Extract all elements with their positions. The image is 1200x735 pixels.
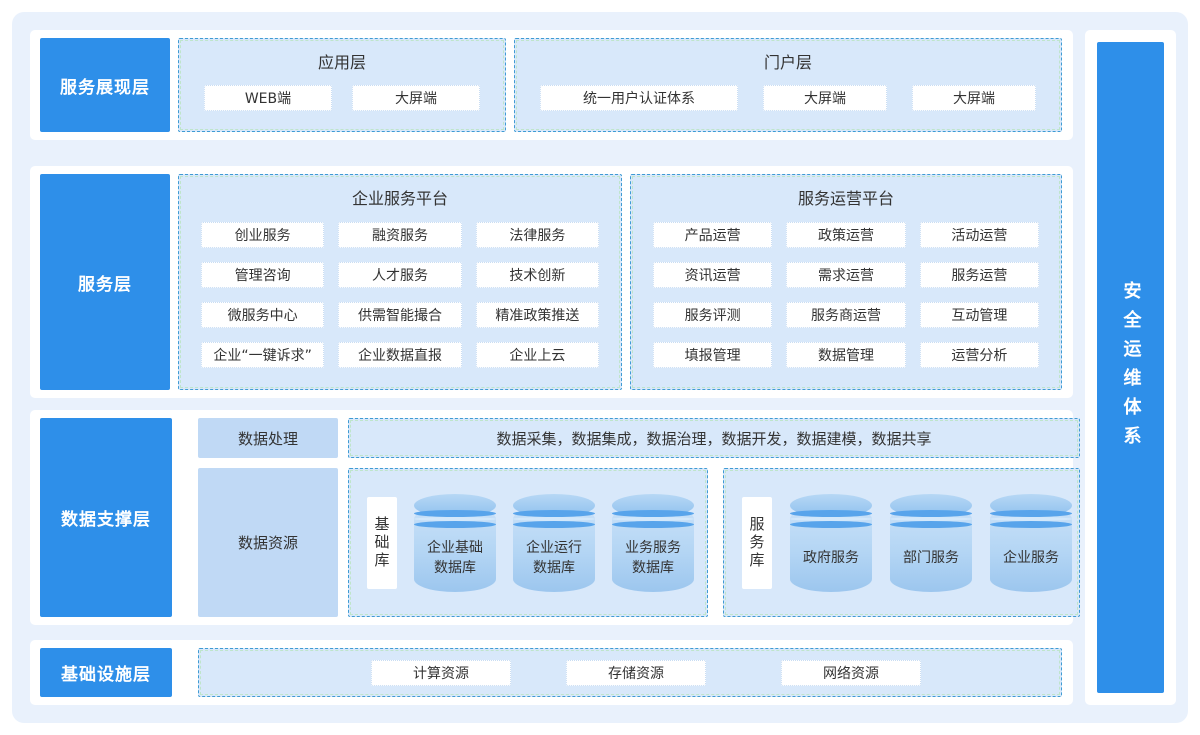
item-enterprise-cloud: 企业上云	[475, 342, 599, 368]
database-cylinder-government-service: 政府服务	[790, 493, 872, 592]
item-unified-auth: 统一用户认证体系	[540, 85, 738, 111]
cylinder-band	[790, 520, 872, 528]
item-data-direct-report: 企业数据直报	[338, 342, 462, 368]
item-tech-innovation: 技术创新	[475, 262, 599, 288]
cylinder-band	[890, 520, 972, 528]
cylinder-label: 企业服务	[1003, 549, 1059, 566]
cylinder-label: 业务服务 数据库	[625, 539, 681, 576]
item-filing-mgmt: 填报管理	[653, 342, 773, 368]
item-product-ops: 产品运营	[653, 222, 773, 248]
cylinder-label: 企业运行 数据库	[526, 539, 582, 576]
data-resource-box: 数据资源	[198, 468, 338, 617]
cylinder-band	[414, 520, 496, 528]
service-layer-card: 服务层 企业服务平台 创业服务 融资服务 法律服务 管理咨询 人才服务 技术创新…	[30, 166, 1073, 398]
cylinder-band	[414, 509, 496, 517]
security-ops-bar: 安全运维体系	[1097, 42, 1164, 693]
infrastructure-layer-card: 基础设施层 计算资源 存储资源 网络资源	[30, 640, 1073, 705]
item-ops-analysis: 运营分析	[919, 342, 1039, 368]
database-cylinder-business-service: 业务服务 数据库	[612, 493, 694, 592]
cylinder-band	[612, 509, 694, 517]
item-activity-ops: 活动运营	[919, 222, 1039, 248]
item-bigscreen-1: 大屏端	[763, 85, 887, 111]
cylinder-label: 企业基础 数据库	[427, 539, 483, 576]
cylinder-label: 部门服务	[903, 549, 959, 566]
cylinder-separator	[990, 516, 1072, 521]
enterprise-platform-title: 企业服务平台	[351, 189, 448, 208]
portal-group: 门户层 统一用户认证体系 大屏端 大屏端	[514, 38, 1062, 132]
cylinder-band	[513, 509, 595, 517]
item-service-evaluation: 服务评测	[653, 302, 773, 328]
item-microservice-center: 微服务中心	[201, 302, 325, 328]
data-pipeline-box: 数据采集，数据集成，数据治理，数据开发，数据建模，数据共享	[348, 418, 1080, 458]
item-provider-ops: 服务商运营	[786, 302, 906, 328]
item-startup-service: 创业服务	[201, 222, 325, 248]
item-interaction-mgmt: 互动管理	[919, 302, 1039, 328]
portal-items: 统一用户认证体系 大屏端 大屏端	[515, 85, 1061, 111]
portal-group-title: 门户层	[763, 53, 812, 72]
cylinder-band	[513, 520, 595, 528]
enterprise-platform-items: 创业服务 融资服务 法律服务 管理咨询 人才服务 技术创新 微服务中心 供需智能…	[201, 222, 599, 368]
application-group-title: 应用层	[317, 53, 366, 72]
database-cylinder-enterprise-base: 企业基础 数据库	[414, 493, 496, 592]
cylinder-band	[612, 520, 694, 528]
security-ops-card: 安全运维体系	[1085, 30, 1176, 705]
cylinder-separator	[790, 516, 872, 521]
service-layer-label: 服务层	[40, 174, 170, 390]
item-compute-resource: 计算资源	[371, 660, 511, 686]
database-cylinder-enterprise-operation: 企业运行 数据库	[513, 493, 595, 592]
presentation-layer-card: 服务展现层 应用层 WEB端 大屏端 门户层 统一用户认证体系 大屏端 大屏端	[30, 30, 1073, 140]
database-cylinder-department-service: 部门服务	[890, 493, 972, 592]
data-support-layer-card: 数据支撑层 数据处理 数据资源 数据采集，数据集成，数据治理，数据开发，数据建模…	[30, 410, 1080, 625]
infrastructure-group: 计算资源 存储资源 网络资源	[198, 648, 1062, 697]
base-database-group: 基础库 企业基础 数据库 企业运行 数据库	[348, 468, 708, 617]
diagram-panel: 服务展现层 应用层 WEB端 大屏端 门户层 统一用户认证体系 大屏端 大屏端 …	[12, 12, 1188, 723]
cylinder-band	[990, 520, 1072, 528]
item-policy-push: 精准政策推送	[475, 302, 599, 328]
operation-platform-items: 产品运营 政策运营 活动运营 资讯运营 需求运营 服务运营 服务评测 服务商运营…	[653, 222, 1039, 368]
item-smart-matching: 供需智能撮合	[338, 302, 462, 328]
item-network-resource: 网络资源	[781, 660, 921, 686]
service-db-group-label: 服务库	[742, 496, 772, 589]
presentation-layer-label: 服务展现层	[40, 38, 170, 132]
cylinder-label: 政府服务	[803, 549, 859, 566]
base-db-group-label: 基础库	[367, 496, 397, 589]
service-database-group: 服务库 政府服务 部门服务	[723, 468, 1080, 617]
item-service-ops: 服务运营	[919, 262, 1039, 288]
application-group: 应用层 WEB端 大屏端	[178, 38, 506, 132]
enterprise-service-platform: 企业服务平台 创业服务 融资服务 法律服务 管理咨询 人才服务 技术创新 微服务…	[178, 174, 622, 390]
item-financing-service: 融资服务	[338, 222, 462, 248]
application-items: WEB端 大屏端	[179, 85, 505, 111]
cylinder-band	[790, 509, 872, 517]
data-support-layer-label: 数据支撑层	[40, 418, 172, 617]
cylinder-separator	[890, 516, 972, 521]
operation-platform-title: 服务运营平台	[797, 189, 894, 208]
item-bigscreen-client: 大屏端	[352, 85, 480, 111]
cylinder-separator	[612, 516, 694, 521]
cylinder-separator	[414, 516, 496, 521]
cylinder-band	[990, 509, 1072, 517]
infrastructure-layer-label: 基础设施层	[40, 648, 172, 697]
item-storage-resource: 存储资源	[566, 660, 706, 686]
item-data-mgmt: 数据管理	[786, 342, 906, 368]
database-cylinder-enterprise-service: 企业服务	[990, 493, 1072, 592]
cylinder-band	[890, 509, 972, 517]
item-management-consulting: 管理咨询	[201, 262, 325, 288]
item-one-click-appeal: 企业“一键诉求”	[201, 342, 325, 368]
data-processing-box: 数据处理	[198, 418, 338, 458]
item-legal-service: 法律服务	[475, 222, 599, 248]
item-talent-service: 人才服务	[338, 262, 462, 288]
item-demand-ops: 需求运营	[786, 262, 906, 288]
item-policy-ops: 政策运营	[786, 222, 906, 248]
item-news-ops: 资讯运营	[653, 262, 773, 288]
security-ops-label: 安全运维体系	[1120, 280, 1142, 455]
cylinder-separator	[513, 516, 595, 521]
service-operation-platform: 服务运营平台 产品运营 政策运营 活动运营 资讯运营 需求运营 服务运营 服务评…	[630, 174, 1062, 390]
item-web-client: WEB端	[204, 85, 332, 111]
item-bigscreen-2: 大屏端	[912, 85, 1036, 111]
